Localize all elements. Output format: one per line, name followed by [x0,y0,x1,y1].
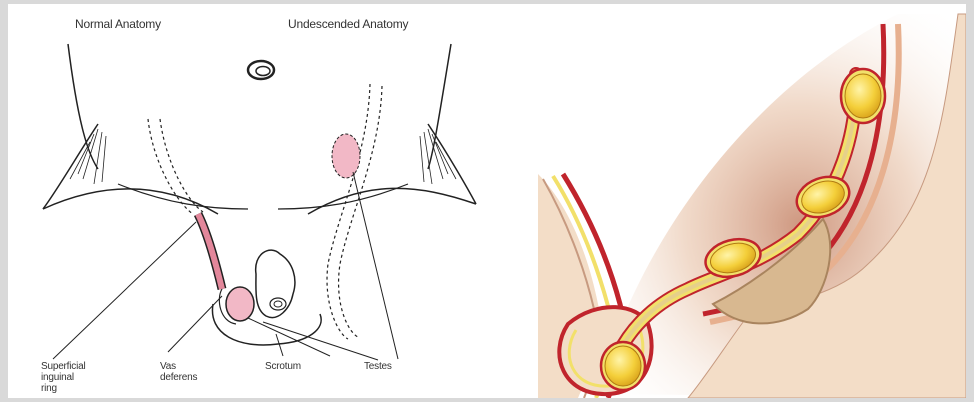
label-vas-deferens: Vas deferens [160,361,197,383]
label-superficial-inguinal-ring: Superficial inguinal ring [41,361,86,394]
descended-testis-icon [226,287,254,321]
pelvis-line-drawing [8,4,478,398]
figure-frame: Normal Anatomy Undescended Anatomy [8,4,966,398]
label-scrotum: Scrotum [265,361,301,372]
undescended-testis-icon [332,134,360,178]
testicular-descent-illustration [538,4,966,398]
label-testes: Testes [364,361,392,372]
testis-position-1-icon [841,69,885,123]
label-superficial-line3: ring [41,383,86,394]
penis-icon [256,250,295,317]
label-superficial-line2: inguinal [41,372,86,383]
label-vas-line2: deferens [160,372,197,383]
testis-position-4-icon [601,342,645,390]
label-vas-line1: Vas [160,361,197,372]
label-superficial-line1: Superficial [41,361,86,372]
